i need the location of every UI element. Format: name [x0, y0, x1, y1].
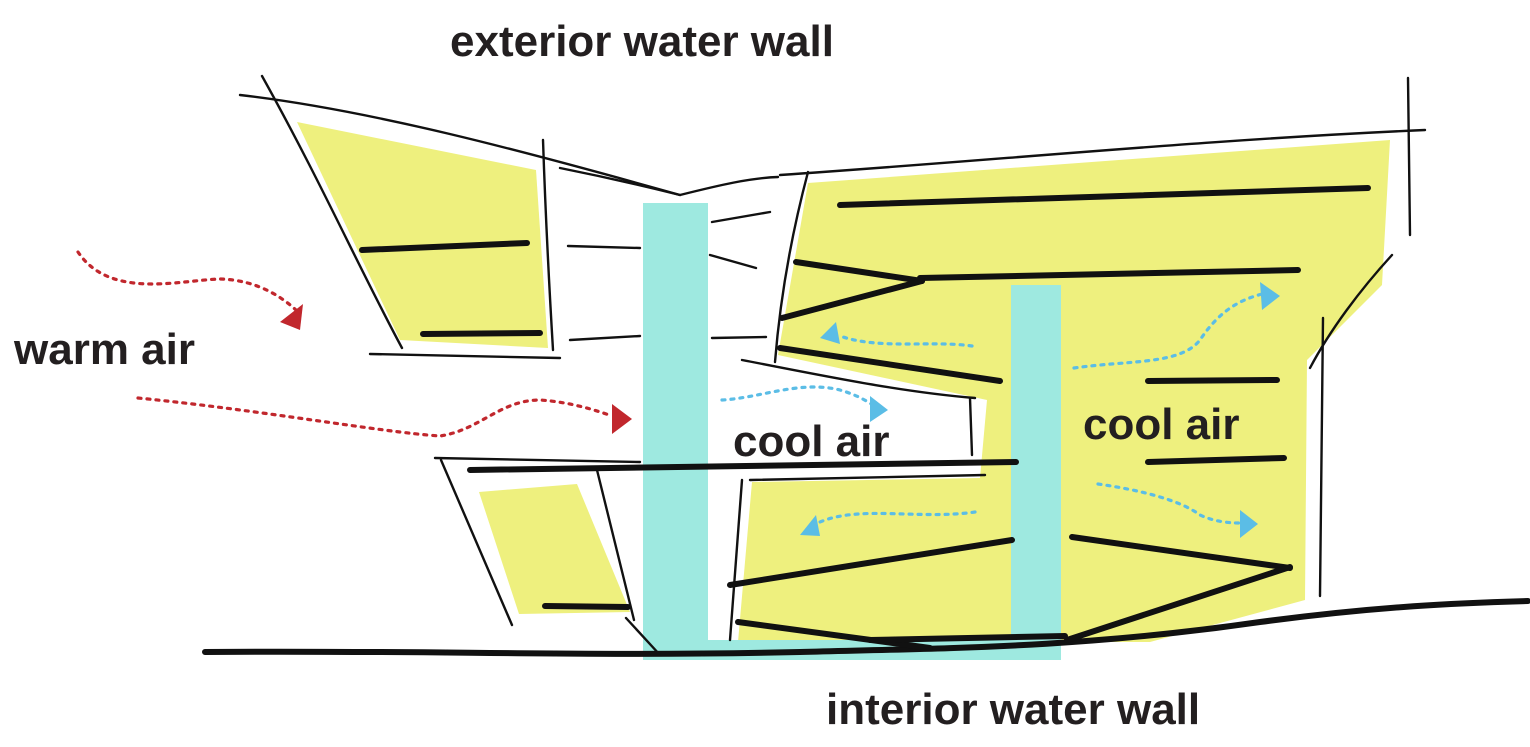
interior-water-wall — [1011, 285, 1061, 660]
slab-right-ramp-3 — [1064, 564, 1293, 643]
void-wall-upper — [740, 358, 977, 400]
cool-air-flow-upper-right — [1072, 292, 1264, 370]
interior-water-wall-label: interior water wall — [826, 685, 1201, 734]
slab-right-3 — [777, 345, 1003, 384]
warm-air-label: warm air — [14, 325, 195, 374]
exterior-water-wall-label: exterior water wall — [450, 17, 834, 66]
slab-mid-long — [467, 459, 1019, 473]
wall-lower-diag — [624, 616, 662, 657]
wall-lower-left — [439, 458, 514, 627]
cool-air-flow-lower-right — [1096, 482, 1242, 525]
slab-lower-left — [542, 603, 631, 610]
wall-left-inner — [541, 138, 555, 352]
cool-air-label-right: cool air — [1083, 400, 1240, 449]
wall-right-outer — [1406, 76, 1412, 237]
mid-tick-1 — [566, 244, 642, 250]
mid-tick-3 — [708, 253, 758, 270]
floor-slabs — [359, 185, 1371, 651]
roof-left — [238, 93, 682, 197]
cool-air-flow-upper-left — [838, 334, 974, 348]
wall-lower-center — [728, 478, 744, 642]
slab-lower-bottom — [735, 619, 933, 651]
upper-left-floor-fill — [297, 122, 548, 348]
floor-left-bottom — [368, 352, 562, 360]
exterior-water-wall — [643, 203, 708, 655]
wall-lower-left-2 — [433, 456, 642, 464]
mid-tick-4 — [710, 335, 768, 340]
cool-air-flow-lower-left — [818, 510, 977, 524]
cool-air-arrowhead-lower-right — [1240, 510, 1258, 538]
slab-right-6 — [1069, 534, 1293, 571]
wall-right-lower — [1318, 316, 1325, 598]
cool-air-arrowhead-upper-left — [820, 322, 840, 344]
wall-right-step — [1308, 253, 1394, 370]
right-building-floor-fill — [738, 140, 1390, 642]
slab-right-ramp-1 — [793, 259, 925, 284]
slab-lower-ramp — [727, 537, 1015, 588]
slab-right-1 — [837, 185, 1371, 208]
cool-air-arrowhead-lower-left — [800, 515, 820, 536]
roof-right — [778, 128, 1427, 177]
warm-air-arrowhead-lower — [612, 404, 632, 434]
cool-air-arrowhead-upper-right — [1260, 282, 1280, 310]
lower-left-floor-fill — [479, 484, 630, 614]
wall-lower-center-top — [748, 473, 987, 482]
wall-lower-left-3 — [595, 468, 636, 622]
void-wall-right — [968, 396, 974, 457]
slab-right-ramp-2 — [779, 278, 925, 321]
mid-tick-2 — [568, 334, 642, 342]
cool-air-label-center: cool air — [733, 417, 890, 466]
building-outlines — [238, 74, 1427, 657]
wall-right-left — [773, 170, 810, 364]
slab-upper-left-2 — [420, 330, 543, 337]
roof-mid — [558, 166, 780, 197]
warm-air-flow-upper — [76, 250, 298, 312]
cool-air-arrowhead-center-top — [870, 396, 888, 422]
cool-air-flow-center-top — [720, 385, 878, 409]
warm-air-arrowhead-upper — [280, 304, 303, 330]
cool-air-flows — [720, 282, 1280, 538]
warm-air-flow-lower — [136, 396, 614, 438]
ground-line — [202, 598, 1530, 657]
slab-upper-left-1 — [359, 240, 530, 253]
slab-lower-bottom-2 — [867, 633, 1068, 643]
slab-right-2 — [917, 267, 1301, 281]
wall-far-left — [260, 74, 404, 350]
warm-air-flows — [76, 250, 632, 438]
slab-right-4 — [1145, 377, 1280, 384]
floor-fills — [297, 122, 1390, 642]
slab-right-5 — [1145, 455, 1287, 465]
mid-tick-5 — [710, 210, 772, 224]
